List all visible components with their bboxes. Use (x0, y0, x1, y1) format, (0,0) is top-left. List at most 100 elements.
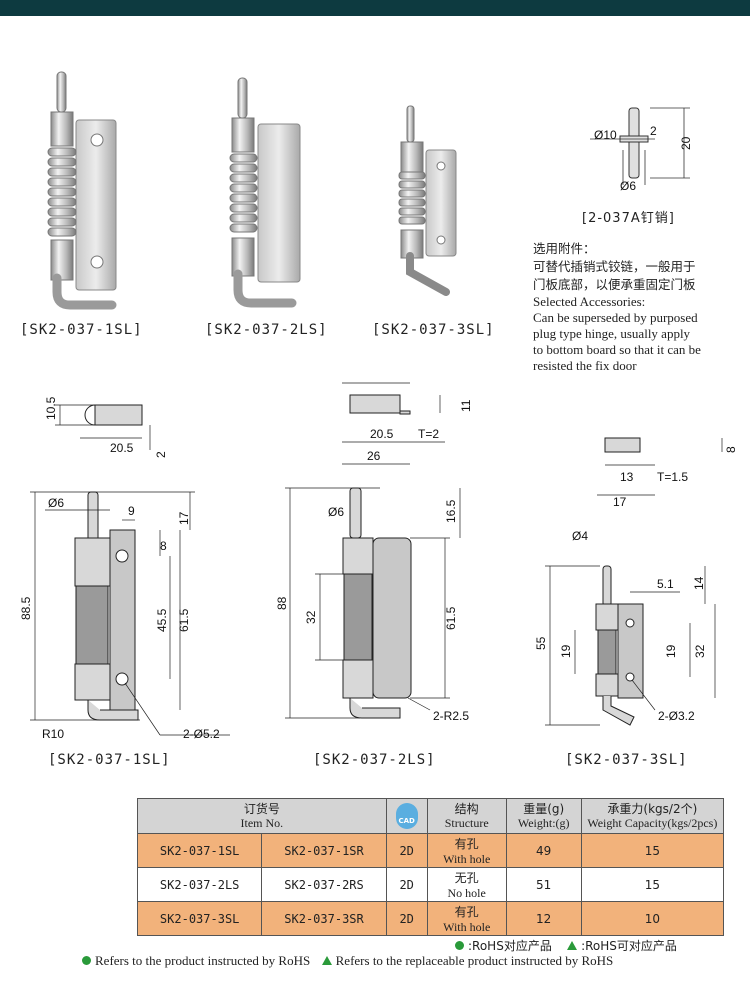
acc-zh-title: 选用附件： (533, 241, 596, 256)
d3-dim-19a: 19 (559, 644, 573, 658)
th-capacity: 承重力(kgs/2个) Weight Capacity(kgs/2pcs) (580, 798, 725, 834)
acc-zh-line2: 门板底部，以便承重固定门板 (533, 277, 696, 292)
cell-structure-en: With hole (443, 851, 491, 866)
th-weight-zh: 重量(g) (523, 802, 565, 816)
pin-dim-20: 20 (679, 136, 693, 150)
cell-capacity: 10 (580, 901, 725, 936)
d1-dim-17: 17 (177, 511, 191, 525)
cell-cad: 2D (385, 833, 428, 868)
cell-cad: 2D (385, 901, 428, 936)
d3-dim-17: 17 (613, 495, 627, 509)
d1-dim-885: 88.5 (19, 596, 33, 620)
caption-1sl: [SK2-037-1SL] (20, 322, 143, 338)
cell-item-right: SK2-037-3SR (261, 901, 387, 936)
hinge-3sl-photo (398, 105, 457, 296)
cell-capacity: 15 (580, 833, 725, 868)
cell-item-left: SK2-037-2LS (136, 867, 263, 902)
legend-en: Refers to the product instructed by RoHS… (82, 953, 613, 969)
th-capacity-en: Weight Capacity(kgs/2pcs) (587, 816, 718, 830)
d1-dim-8: 8 (160, 539, 167, 553)
d1-dim-9: 9 (128, 504, 135, 518)
rohs-dot-icon (82, 956, 91, 965)
product-illustrations: Ø10 2 20 Ø6 (47, 71, 693, 310)
d2-dim-615: 61.5 (444, 606, 458, 630)
legend-rohs-zh: :RoHS对应产品 (468, 939, 552, 953)
d1-dim-615: 61.5 (177, 608, 191, 632)
spec-table: 订货号 Item No. CAD 结构 Structure 重量(g) Weig… (136, 798, 725, 936)
d2-dim-11: 11 (459, 399, 473, 412)
cell-item-right: SK2-037-1SR (261, 833, 387, 868)
th-structure-zh: 结构 (454, 802, 479, 816)
cell-structure-en: No hole (447, 885, 486, 900)
th-item-en: Item No. (240, 816, 284, 830)
pin-dim-2: 2 (650, 124, 657, 138)
cell-weight: 51 (505, 867, 582, 902)
rohs-dot-icon (455, 941, 464, 950)
cad-label: CAD (398, 817, 415, 825)
cell-item-right: SK2-037-2RS (261, 867, 387, 902)
acc-en-line2: plug type hinge, usually apply (533, 326, 691, 341)
rohs-triangle-icon (321, 956, 332, 965)
d2-dim-d6: Ø6 (328, 505, 344, 519)
header-bar (0, 0, 750, 16)
th-structure-en: Structure (444, 816, 489, 830)
caption-2ls: [SK2-037-2LS] (205, 322, 328, 338)
th-weight: 重量(g) Weight:(g) (505, 798, 582, 834)
hinge-2ls-photo (229, 77, 301, 308)
legend-rohs-rep-zh: :RoHS可对应产品 (581, 939, 677, 953)
pin-dim-d10: Ø10 (594, 128, 617, 142)
th-item: 订货号 Item No. (137, 798, 387, 834)
d2-dim-88: 88 (275, 596, 289, 610)
d2-dim-165: 16.5 (444, 499, 458, 523)
cell-structure-zh: 有孔 (454, 836, 479, 851)
cell-item-left: SK2-037-3SL (136, 901, 263, 936)
acc-en-line3: to bottom board so that it can be (533, 342, 701, 357)
cell-capacity: 15 (580, 867, 725, 902)
acc-zh-line1: 可替代插销式铰链，一般用于 (533, 259, 696, 274)
th-cad: CAD (385, 798, 428, 834)
rohs-triangle-icon (567, 941, 578, 950)
d3-dim-32: 32 (693, 644, 707, 658)
th-item-zh: 订货号 (243, 802, 280, 816)
acc-en-line1: Can be superseded by purposed (533, 310, 698, 325)
d1-dim-2: 2 (154, 451, 168, 458)
d1-dim-205: 20.5 (110, 441, 134, 455)
cad-file-icon: CAD (395, 803, 418, 829)
legend-rohs-en: Refers to the product instructed by RoHS (95, 953, 311, 968)
d1-dim-r10: R10 (42, 727, 64, 741)
acc-en-line4: resisted the fix door (533, 358, 637, 373)
cell-weight: 12 (505, 901, 582, 936)
cell-cad: 2D (385, 867, 428, 902)
drawing-caption-3sl: [SK2-037-3SL] (565, 752, 688, 768)
d3-dim-51: 5.1 (657, 577, 674, 591)
d2-dim-26: 26 (367, 449, 381, 463)
d2-dim-205: 20.5 (370, 427, 394, 441)
d3-dim-55: 55 (534, 636, 548, 650)
accessories-note: 选用附件： 可替代插销式铰链，一般用于 门板底部，以便承重固定门板 Select… (533, 240, 748, 374)
d3-dim-13: 13 (620, 470, 634, 484)
caption-pin: [2-037A钉销] (582, 211, 675, 226)
d3-dim-d4: Ø4 (572, 529, 588, 543)
d1-dim-455: 45.5 (155, 608, 169, 632)
cell-structure-en: With hole (443, 919, 491, 934)
d1-dim-105: 10.5 (44, 396, 58, 420)
d3-dim-19b: 19 (664, 644, 678, 658)
d2-dim-t: T=2 (418, 427, 439, 441)
table-header-row: 订货号 Item No. CAD 结构 Structure 重量(g) Weig… (137, 798, 725, 834)
acc-en-title: Selected Accessories: (533, 294, 646, 309)
d3-dim-holes: 2-Ø3.2 (658, 709, 695, 723)
cell-item-left: SK2-037-1SL (136, 833, 263, 868)
cell-structure-zh: 有孔 (454, 904, 479, 919)
legend-zh: :RoHS对应产品 :RoHS可对应产品 (455, 937, 677, 954)
d1-dim-holes: 2-Ø5.2 (183, 727, 220, 741)
pin-dim-d6: Ø6 (620, 179, 636, 193)
th-capacity-zh: 承重力(kgs/2个) (607, 802, 698, 816)
d2-dim-r: 2-R2.5 (433, 709, 469, 723)
th-weight-en: Weight:(g) (517, 816, 570, 830)
